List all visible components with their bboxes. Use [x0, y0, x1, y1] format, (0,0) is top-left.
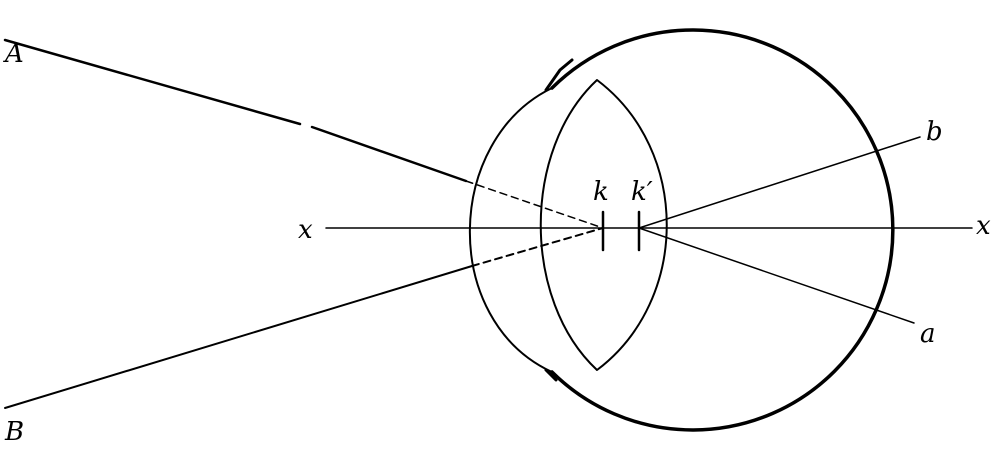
label-x-right: x — [976, 211, 991, 241]
label-x-left: x — [298, 215, 313, 245]
ray-to-a — [638, 227, 915, 324]
label-A: A — [3, 39, 24, 69]
cornea-outline — [468, 87, 553, 373]
ray-to-b — [638, 136, 921, 229]
ray-A-solid-2 — [310, 125, 468, 183]
label-k: k — [593, 177, 609, 207]
lens-outline — [539, 79, 668, 371]
sclera-notch-bottom — [544, 368, 558, 382]
label-k-prime: k′ — [631, 177, 653, 207]
ray-B-dashed — [471, 227, 604, 267]
ray-A-dashed — [465, 180, 604, 229]
ray-B-solid — [4, 265, 473, 409]
label-b: b — [926, 117, 943, 147]
sclera-notch-top — [544, 58, 574, 92]
label-a: a — [920, 319, 936, 349]
label-B: B — [4, 417, 24, 447]
sclera-outline — [550, 28, 895, 432]
ray-A-solid — [3, 38, 302, 126]
